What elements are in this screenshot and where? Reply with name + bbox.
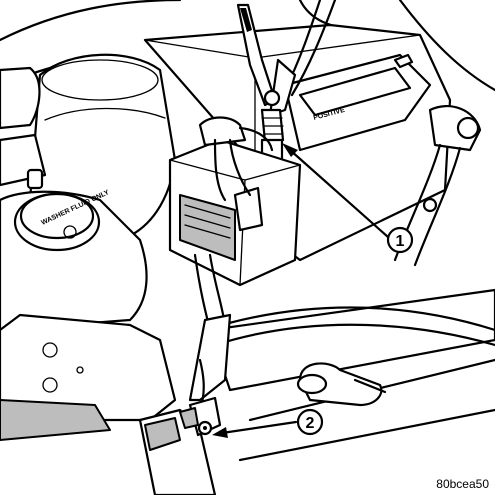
callout-1-number: 1 [396, 233, 405, 250]
jumper-clamp [236, 3, 297, 144]
relay-module [168, 138, 302, 287]
strut-tower [0, 313, 177, 442]
callout-leaders [212, 143, 390, 438]
wire-harness-lower [188, 253, 495, 412]
right-bracket [393, 105, 482, 267]
callout-2-number: 2 [306, 415, 315, 432]
figure-code: 80bcea50 [436, 477, 489, 491]
ground-eyelet [179, 396, 222, 437]
washer-reservoir: WASHER FLUID ONLY [0, 189, 148, 332]
wire-harness-upper [198, 116, 274, 202]
positive-terminal-cover: POSITIVE [283, 53, 432, 152]
callout-2: 2 [296, 408, 324, 436]
master-cylinder-reservoir [0, 66, 47, 190]
callout-1: 1 [386, 226, 414, 254]
frame-rail [208, 288, 495, 462]
